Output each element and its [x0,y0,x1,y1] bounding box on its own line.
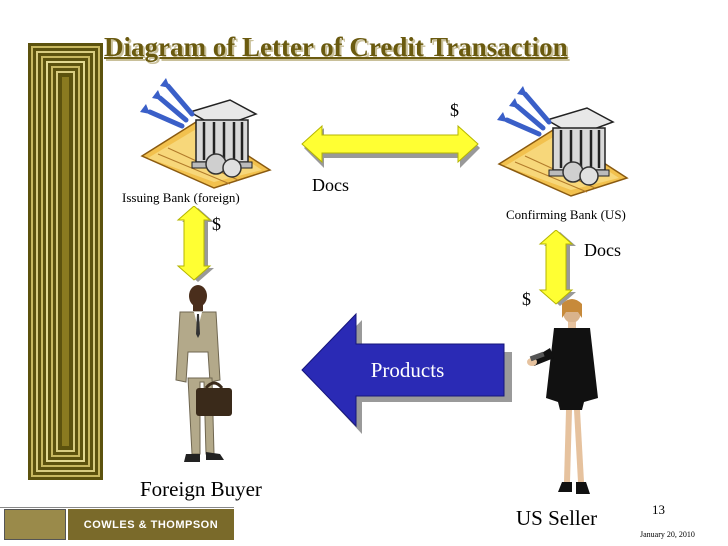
foreign-buyer-label: Foreign Buyer [140,477,262,502]
seller-docs-label: Docs [584,240,621,261]
confirming-bank-label: Confirming Bank (US) [506,207,626,223]
slide-date: January 20, 2010 [640,530,695,539]
products-label: Products [350,358,465,383]
footer-divider [0,507,234,508]
footer-swatch [4,509,66,540]
banks-exchange-arrow [300,124,484,168]
seller-bank-arrow [538,230,580,306]
decorative-pillar [28,43,103,480]
slide-title: Diagram of Letter of Credit Transaction [104,32,704,63]
us-seller-label: US Seller [516,506,597,531]
footer-logo-block: COWLES & THOMPSON [4,509,234,540]
seller-money-label: $ [522,289,531,310]
issuing-bank-icon [138,78,273,190]
confirming-bank-icon [495,86,630,198]
foreign-buyer-figure [168,282,238,478]
issuing-bank-label: Issuing Bank (foreign) [122,190,240,206]
banks-money-label: $ [450,100,459,121]
slide-number: 13 [652,502,665,518]
us-seller-figure [520,298,610,504]
banks-docs-label: Docs [312,175,349,196]
buyer-money-label: $ [212,214,221,235]
company-logo: COWLES & THOMPSON [66,509,234,540]
